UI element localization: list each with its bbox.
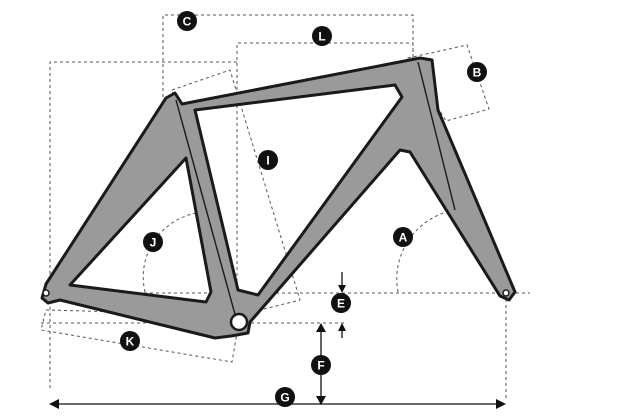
seat-tube-line [175, 99, 237, 319]
head-tube-line [417, 61, 456, 211]
svg-text:B: B [473, 66, 482, 80]
dimension-k-guide [40, 309, 241, 363]
dimension-i-guide [171, 69, 301, 316]
front-dropout-icon [502, 289, 510, 297]
svg-text:K: K [126, 335, 135, 349]
dimension-c-guide [162, 14, 414, 97]
label-a: A [393, 227, 413, 247]
svg-text:G: G [280, 391, 289, 405]
svg-text:C: C [183, 15, 192, 29]
svg-text:L: L [318, 30, 325, 44]
svg-text:J: J [150, 236, 157, 250]
label-c: C [177, 11, 197, 31]
svg-text:A: A [399, 231, 408, 245]
dimension-e-arrow-bottom [338, 323, 346, 331]
label-i: I [258, 150, 278, 170]
dimension-e-arrow-top [338, 285, 346, 293]
label-g: G [275, 387, 295, 407]
bike-frame [40, 56, 517, 340]
svg-text:E: E [337, 297, 345, 311]
label-j: J [143, 232, 163, 252]
bottom-bracket-icon [229, 312, 249, 332]
dimension-labels: C L B I J A E K [120, 11, 487, 407]
label-f: F [311, 355, 331, 375]
frame-body [40, 56, 517, 340]
svg-text:F: F [317, 359, 324, 373]
angle-a-arc [396, 209, 456, 293]
dimension-arrows [49, 272, 506, 409]
dimension-g-arrow-right [496, 399, 506, 409]
svg-text:I: I [266, 154, 269, 168]
dimension-b-guide [407, 44, 490, 122]
label-l: L [312, 26, 332, 46]
rear-dropout-icon [42, 289, 50, 297]
label-k: K [120, 331, 140, 351]
dimension-f-arrow-bottom [316, 396, 326, 405]
label-e: E [331, 293, 351, 313]
angle-j-arc [142, 211, 211, 293]
label-b: B [467, 62, 487, 82]
dimension-g-arrow-left [49, 399, 59, 409]
dimension-f-arrow-top [316, 323, 326, 332]
